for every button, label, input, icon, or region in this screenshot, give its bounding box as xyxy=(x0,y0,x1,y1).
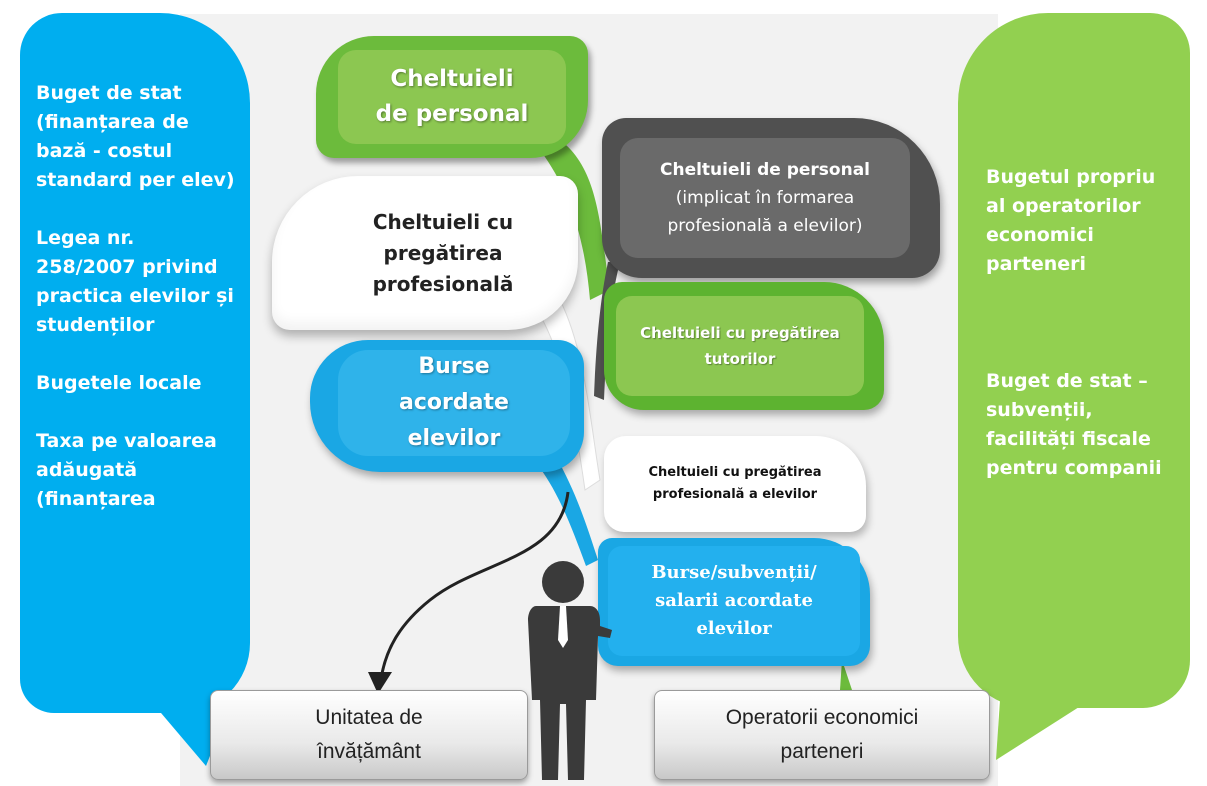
right-funding-panel: Bugetul propriu al operatorilor economic… xyxy=(958,13,1190,708)
school-scholarships-bubble: Burse acordate elevilor xyxy=(310,340,584,472)
company-training-label: Cheltuieli cu pregătirea profesională a … xyxy=(648,465,822,502)
company-scholarships-bubble: Burse/subvenții/ salarii acordate elevil… xyxy=(598,538,870,666)
left-panel-line: Legea nr. 258/2007 privind practica elev… xyxy=(36,227,234,336)
green-base-tail xyxy=(840,660,852,690)
right-panel-tail xyxy=(996,700,1090,760)
companies-base-label: Operatorii economici parteneri xyxy=(725,706,919,763)
person-icon xyxy=(528,561,612,780)
school-base-label: Unitatea de învățământ xyxy=(315,706,423,763)
right-panel-line: Buget de stat – subvenții, facilități fi… xyxy=(986,370,1162,479)
green-bubble-tail xyxy=(540,140,610,300)
left-panel-line: Bugetele locale xyxy=(36,372,202,394)
school-training-bubble: Cheltuieli cu pregătirea profesională xyxy=(272,176,578,330)
company-scholarships-label: Burse/subvenții/ salarii acordate elevil… xyxy=(651,562,817,639)
company-training-bubble: Cheltuieli cu pregătirea profesională a … xyxy=(604,436,866,532)
company-personnel-bubble: Cheltuieli de personal (implicat în form… xyxy=(602,118,940,278)
school-scholarships-label: Burse acordate elevilor xyxy=(399,354,509,451)
right-panel-line: Bugetul propriu al operatorilor economic… xyxy=(986,166,1156,275)
left-panel-line: Taxa pe valoarea adăugată (finanțarea xyxy=(36,430,217,510)
school-training-label: Cheltuieli cu pregătirea profesională xyxy=(372,209,514,296)
school-personnel-label: Cheltuieli de personal xyxy=(375,66,529,127)
school-base-box: Unitatea de învățământ xyxy=(210,690,528,780)
company-tutors-label: Cheltuieli cu pregătirea tutorilor xyxy=(640,324,840,368)
school-personnel-bubble: Cheltuieli de personal xyxy=(316,36,588,158)
left-funding-panel: Buget de stat (finanțarea de bază - cost… xyxy=(20,13,250,713)
companies-base-box: Operatorii economici parteneri xyxy=(654,690,990,780)
tie-icon xyxy=(558,606,568,648)
company-personnel-detail: (implicat în formarea profesională a ele… xyxy=(667,188,863,236)
left-panel-line: Buget de stat (finanțarea de bază - cost… xyxy=(36,82,235,191)
blue-bubble-tail xyxy=(540,455,598,566)
company-tutors-bubble: Cheltuieli cu pregătirea tutorilor xyxy=(604,282,884,410)
company-personnel-title: Cheltuieli de personal xyxy=(660,160,870,180)
flow-arrow-head xyxy=(368,672,392,694)
flow-arrow xyxy=(378,491,570,687)
